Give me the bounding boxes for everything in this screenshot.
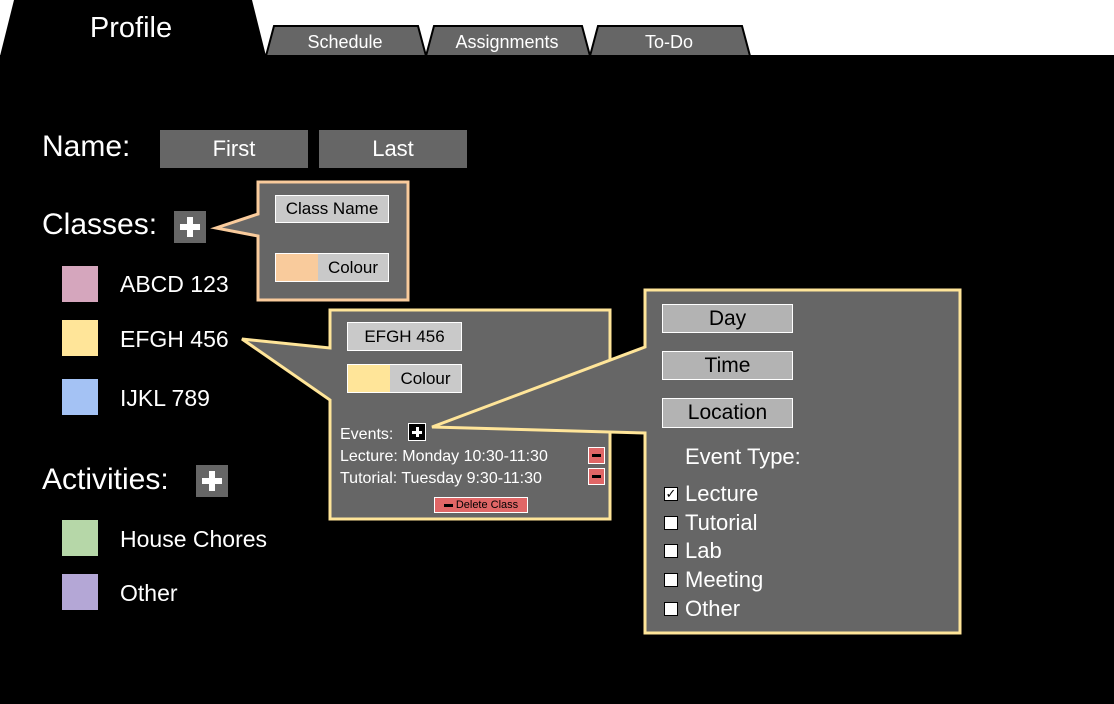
colour-label: Colour (318, 254, 388, 281)
delete-class-button[interactable]: Delete Class (434, 497, 528, 513)
meeting-checkbox[interactable] (664, 573, 678, 587)
class-color-swatch[interactable] (62, 320, 98, 356)
class-item-label[interactable]: EFGH 456 (120, 326, 229, 352)
first-name-input[interactable] (160, 130, 308, 168)
colour-picker-button[interactable]: Colour (347, 364, 462, 393)
event-type-option[interactable]: Lecture (685, 481, 759, 506)
tab-schedule[interactable]: Schedule (307, 32, 383, 52)
class-color-swatch[interactable] (62, 266, 98, 302)
tab-to-do[interactable]: To-Do (644, 32, 693, 52)
other-checkbox[interactable] (664, 602, 678, 616)
time-input[interactable]: Time (662, 351, 793, 380)
class-item-label[interactable]: IJKL 789 (120, 385, 210, 411)
add-event-icon[interactable] (408, 423, 426, 441)
activity-item-label[interactable]: House Chores (120, 526, 268, 552)
event-type-option[interactable]: Other (685, 596, 741, 621)
tab-assignments[interactable]: Assignments (455, 32, 559, 52)
colour-preview-swatch (276, 254, 318, 281)
colour-label: Colour (390, 365, 461, 392)
last-name-input[interactable] (319, 130, 467, 168)
event-type-option[interactable]: Tutorial (685, 510, 758, 535)
lab-checkbox[interactable] (664, 544, 678, 558)
tab-bar: Profile Schedule Assignments To-Do (0, 0, 1114, 56)
add-class-icon[interactable] (174, 211, 206, 243)
activity-color-swatch[interactable] (62, 520, 98, 556)
colour-picker-button[interactable]: Colour (275, 253, 389, 282)
remove-event-icon[interactable] (588, 447, 605, 464)
add-activity-icon[interactable] (196, 465, 228, 497)
colour-preview-swatch (348, 365, 390, 392)
class-name-input[interactable]: Class Name (275, 195, 389, 223)
activities-label: Activities: (42, 463, 169, 496)
class-item-label[interactable]: ABCD 123 (120, 271, 229, 297)
event-type-option[interactable]: Lab (685, 538, 722, 563)
location-input[interactable]: Location (662, 398, 793, 428)
tab-profile[interactable]: Profile (89, 12, 173, 44)
class-color-swatch[interactable] (62, 379, 98, 415)
delete-class-label: Delete Class (455, 499, 519, 511)
name-label: Name: (42, 130, 131, 163)
minus-icon (443, 503, 453, 507)
class-name-input[interactable]: EFGH 456 (347, 322, 462, 351)
events-label: Events: (340, 426, 394, 443)
remove-event-icon[interactable] (588, 468, 605, 485)
lecture-checkbox[interactable]: ✓ (664, 486, 678, 501)
event-type-option[interactable]: Meeting (685, 567, 764, 592)
event-item[interactable]: Lecture: Monday 10:30-11:30 (340, 448, 548, 465)
event-item[interactable]: Tutorial: Tuesday 9:30-11:30 (340, 470, 542, 487)
event-type-label: Event Type: (685, 444, 801, 469)
day-input[interactable]: Day (662, 304, 793, 333)
tab-shapes (0, 0, 752, 56)
activity-item-label[interactable]: Other (120, 580, 178, 606)
tutorial-checkbox[interactable] (664, 516, 678, 530)
activity-color-swatch[interactable] (62, 574, 98, 610)
classes-label: Classes: (42, 208, 158, 241)
